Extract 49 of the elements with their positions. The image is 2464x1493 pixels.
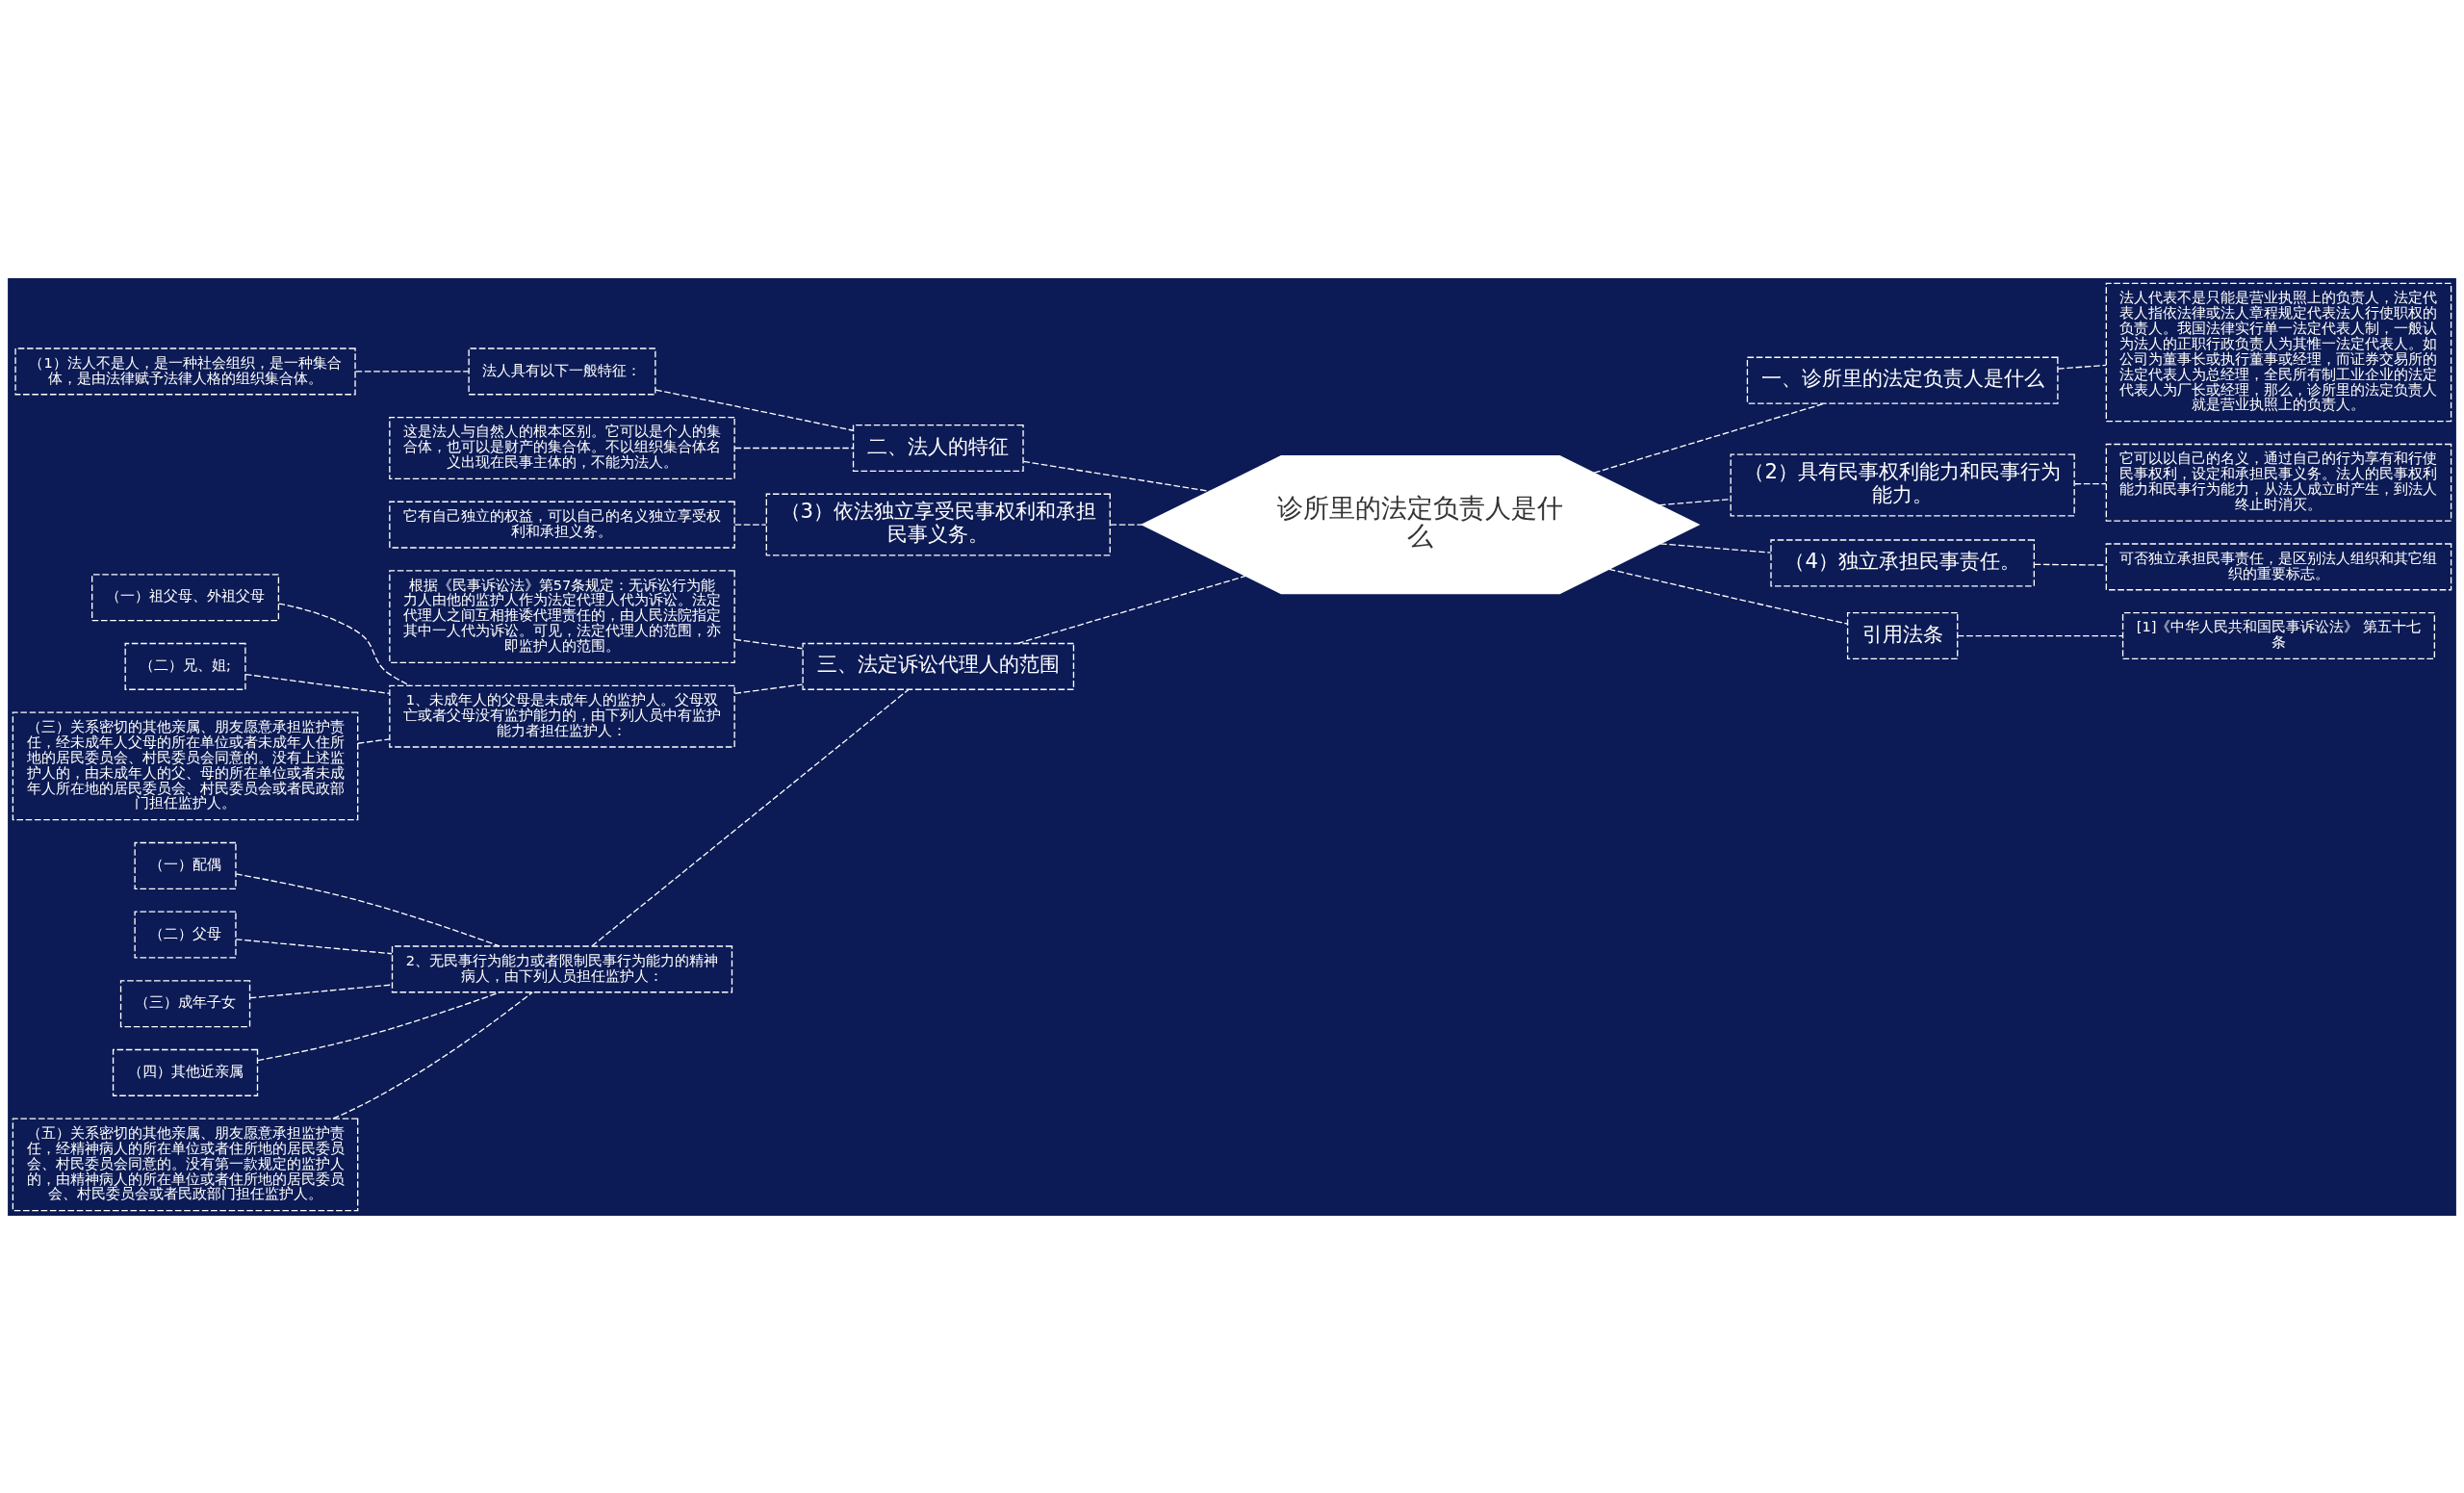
node-box: （1）法人不是人，是一种社会组织，是一种集合体，是由法律赋予法律人格的组织集合体。 [14,347,356,395]
connector [235,938,393,954]
connector [257,991,500,1061]
node-box: 1、未成年人的父母是未成年人的监护人。父母双亡或者父母没有监护能力的，由下列人员中有监护能力者担任监护人： [389,684,735,748]
connector [733,523,767,526]
node-box: 它有自己独立的权益，可以自己的名义独立享受权利和承担义务。 [389,501,735,549]
connector [1659,542,1772,553]
connector [354,370,470,373]
node-box: （3）依法独立享受民事权利和承担民事义务。 [765,493,1111,556]
connector [1016,575,1246,644]
node-box: 法人代表不是只能是营业执照上的负责人，法定代表人指依法律或法人章程规定代表法人行使职权的负责人。我国法律实行单一法定代表人制，一般认为法人的正职行政负责人为其惟一法定代表人。如公司为董事长或执行董事或经理，而证券交易所的法定代表人为总经理，全民所有制工业企业的法定代表人为厂长或经理，那么，诊所里的法定负责人就是营业执照上的负责人。 [2105,282,2452,422]
node-box: 它可以以自己的名义，通过自己的行为享有和行使民事权利，设定和承担民事义务。法人的民事权利能力和民事行为能力，从法人成立时产生，到法人终止时消灭。 [2105,443,2452,522]
node-box: 2、无民事行为能力或者限制民事行为能力的精神病人，由下列人员担任监护人： [391,944,733,992]
connector [357,737,391,744]
connector [1957,634,2123,636]
connector [1109,523,1142,526]
node-box: （四）其他近亲属 [112,1048,259,1096]
node-box: （2）具有民事权利能力和民事行为能力。 [1730,452,2075,516]
connector [591,688,910,946]
node-box: 可否独立承担民事责任，是区别法人组织和其它组织的重要标志。 [2105,542,2452,590]
connector [277,602,411,686]
node-box: 二、法人的特征 [852,424,1024,472]
connector [2073,482,2107,484]
connector [1608,568,1849,625]
node-box: 法人具有以下一般特征： [468,347,656,395]
node-box: （二）父母 [134,911,237,959]
node-box: （一）配偶 [134,841,237,889]
connector [244,673,391,694]
connector [1022,460,1211,492]
connector [733,638,804,649]
node-box: 引用法条 [1846,611,1959,659]
connector [2057,364,2107,370]
node-box: （三）成年子女 [119,979,251,1027]
node-box: 根据《民事诉讼法》第57条规定：无诉讼行为能力人由他的监护人作为法定代理人代为诉讼。法定代理人之间互相推诿代理责任的，由人民法院指定其中一人代为诉讼。可见，法定代理人的范围，亦即监护人的范围。 [389,569,735,663]
connector [332,991,533,1120]
connector [235,872,500,947]
node-box: 三、法定诉讼代理人的范围 [802,642,1075,690]
connector [733,447,854,449]
node-box: （二）兄、姐; [124,642,246,690]
node-box: [1]《中华人民共和国民事诉讼法》 第五十七条 [2121,611,2435,659]
node-box: 一、诊所里的法定负责人是什么 [1746,356,2059,404]
node-box: （五）关系密切的其他亲属、朋友愿意承担监护责任，经精神病人的所在单位或者住所地的居民委员会、村民委员会同意的。没有第一款规定的监护人的，由精神病人的所在单位或者住所地的居民委员会、村民委员会或者民政部门担任监护人。 [12,1118,359,1211]
node-box: 这是法人与自然人的根本区别。它可以是个人的集合体，也可以是财产的集合体。不以组织集合体名义出现在民事主体的，不能为法人。 [389,416,735,479]
connector [654,388,855,431]
node-box: （三）关系密切的其他亲属、朋友愿意承担监护责任，经未成年人父母的所在单位或者未成年人住所地的居民委员会、村民委员会同意的。没有上述监护人的，由未成年人的父、母的所在单位或者未成年人所在地的居民委员会、村民委员会或者民政部门担任监护人。 [12,711,359,820]
connector [1593,401,1826,474]
connector [733,682,804,694]
node-box: （一）祖父母、外祖父母 [91,573,280,621]
node-box: （4）独立承担民事责任。 [1770,538,2035,586]
